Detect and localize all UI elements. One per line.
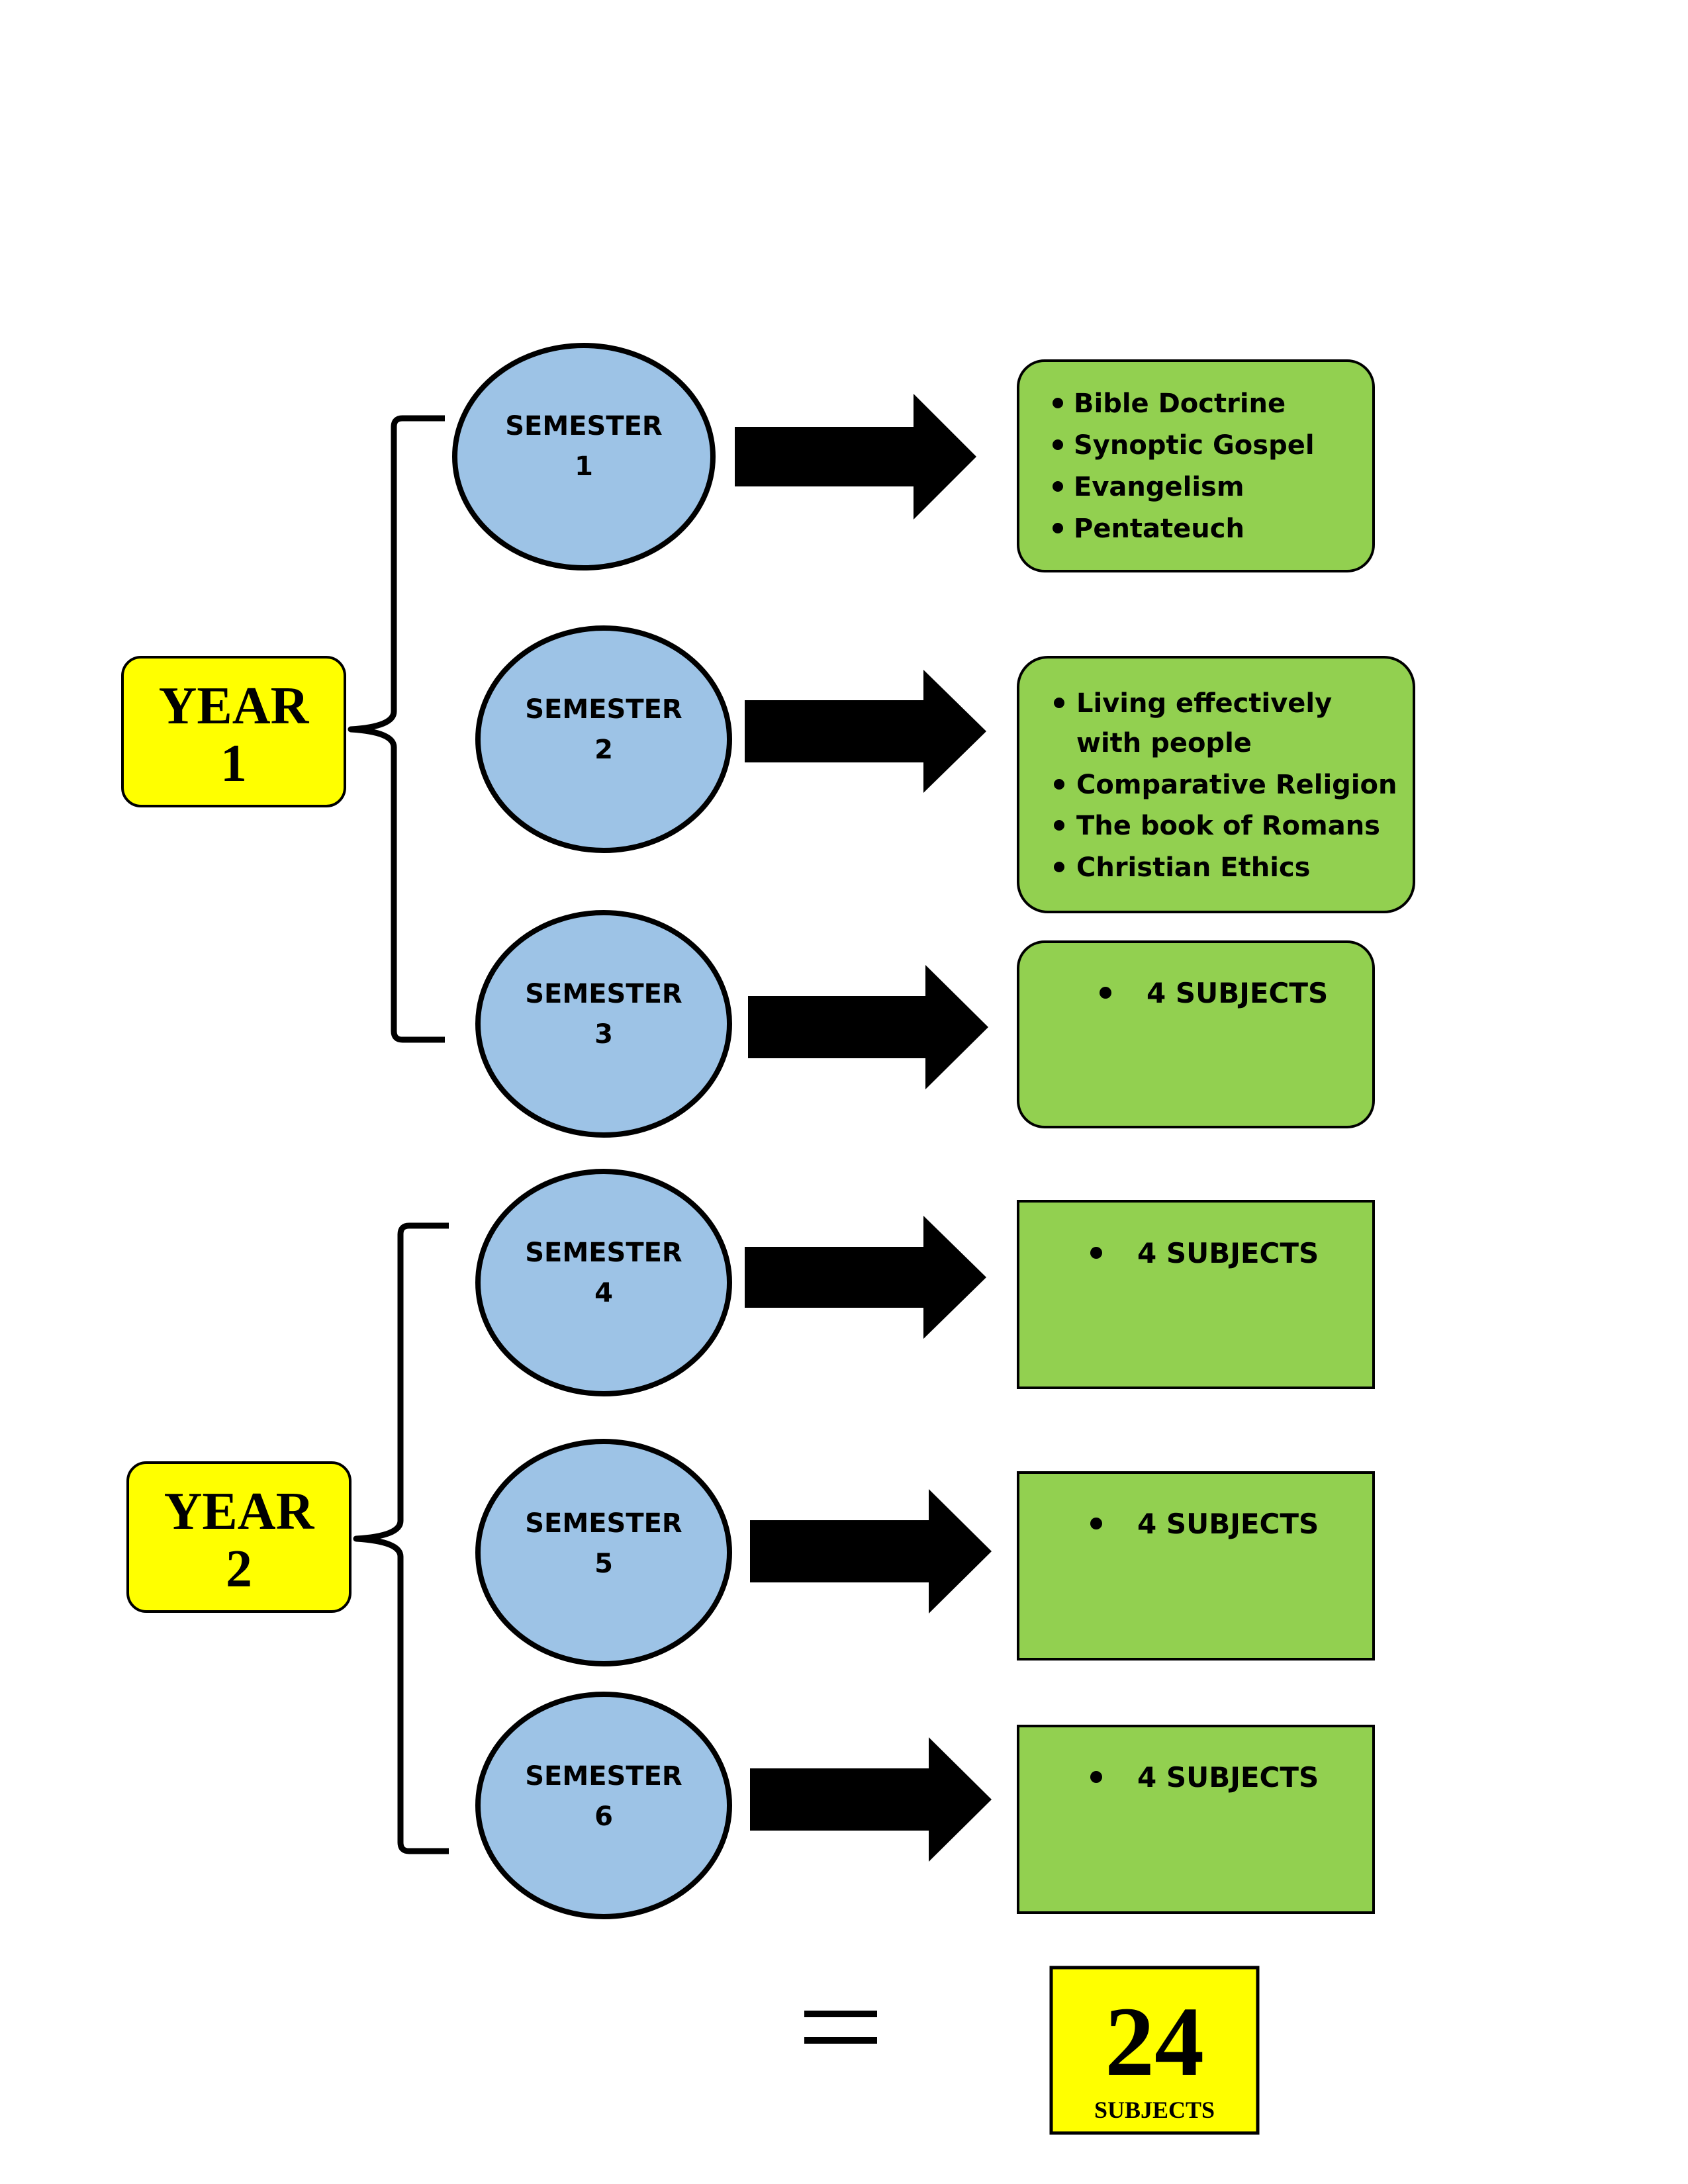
semester-1-subject-2: Synoptic Gospel xyxy=(1074,430,1315,461)
semester-6-ellipse xyxy=(475,1692,732,1919)
year-1-label-line2: 1 xyxy=(220,735,247,793)
semester-4-arrow xyxy=(745,1216,986,1339)
semester-2-bullet-4 xyxy=(1054,862,1064,872)
semester-1-arrow xyxy=(735,394,976,520)
semester-5-subject-1: 4 SUBJECTS xyxy=(1137,1508,1319,1540)
semester-6-bullet-1 xyxy=(1090,1771,1102,1783)
semester-5-bullet-1 xyxy=(1090,1518,1102,1529)
semester-2-subjects-box xyxy=(1017,656,1415,913)
semester-2-subject-2: Comparative Religion xyxy=(1076,770,1397,800)
semester-5-arrow xyxy=(750,1489,992,1614)
semester-6-subject-1: 4 SUBJECTS xyxy=(1137,1761,1319,1794)
semester-2-subject-4: Christian Ethics xyxy=(1076,852,1310,883)
semester-1-subjects-box xyxy=(1017,359,1375,572)
year-2-label-line1: YEAR xyxy=(164,1482,315,1541)
semester-2-bullet-3 xyxy=(1054,820,1064,831)
semester-5-ellipse xyxy=(475,1439,732,1666)
semester-1-bullet-4 xyxy=(1053,523,1063,533)
semester-1-bullet-2 xyxy=(1053,439,1063,450)
semester-6-subjects-box xyxy=(1017,1725,1375,1914)
semester-2-label-line1: SEMESTER xyxy=(525,694,682,725)
semester-2-bullet-2 xyxy=(1054,779,1064,790)
semester-4-ellipse xyxy=(475,1169,732,1396)
semester-6-label-line2: 6 xyxy=(594,1801,613,1832)
semester-3-ellipse xyxy=(475,910,732,1138)
year-1-label-line1: YEAR xyxy=(159,677,310,735)
total-box xyxy=(1049,1966,1260,2135)
year-2-group: YEAR 2 xyxy=(126,1222,449,1854)
total-number: 24 xyxy=(1105,1987,1204,2097)
semester-5-label-line1: SEMESTER xyxy=(525,1508,682,1539)
semester-4-bullet-1 xyxy=(1090,1247,1102,1259)
semester-6-arrow xyxy=(750,1737,992,1862)
semester-4-group: SEMESTER 4 4 SUBJECTS xyxy=(475,1169,1375,1396)
semester-5-subjects-box xyxy=(1017,1471,1375,1661)
semester-1-bullet-3 xyxy=(1053,481,1063,492)
semester-1-bullet-1 xyxy=(1053,398,1063,408)
semester-1-ellipse xyxy=(452,343,716,570)
year-1-bracket xyxy=(348,415,445,1043)
semester-3-subject-1: 4 SUBJECTS xyxy=(1147,977,1328,1009)
semester-4-label-line1: SEMESTER xyxy=(525,1238,682,1268)
semester-1-subject-3: Evangelism xyxy=(1074,472,1244,502)
semester-3-label-line1: SEMESTER xyxy=(525,979,682,1009)
total-group: 24 SUBJECTS xyxy=(804,1966,1260,2135)
semester-2-arrow xyxy=(745,670,986,793)
semester-1-subject-1: Bible Doctrine xyxy=(1074,388,1286,419)
semester-4-subjects-box xyxy=(1017,1200,1375,1389)
semester-4-label-line2: 4 xyxy=(594,1278,613,1308)
total-label: SUBJECTS xyxy=(1094,2097,1215,2123)
semester-3-label-line2: 3 xyxy=(594,1019,613,1050)
semester-6-group: SEMESTER 6 4 SUBJECTS xyxy=(475,1692,1375,1919)
year-2-label-line2: 2 xyxy=(226,1540,252,1598)
semester-2-subject-3: The book of Romans xyxy=(1076,811,1380,841)
semester-2-label-line2: 2 xyxy=(594,735,613,765)
semester-2-bullet-1 xyxy=(1054,698,1064,708)
year-1-group: YEAR 1 xyxy=(121,415,445,1043)
semester-6-label-line1: SEMESTER xyxy=(525,1761,682,1792)
year-1-box xyxy=(121,656,346,807)
semester-1-label-line1: SEMESTER xyxy=(505,411,662,441)
year-2-box xyxy=(126,1461,352,1613)
semester-3-group: SEMESTER 3 4 SUBJECTS xyxy=(475,910,1375,1138)
semester-4-subject-1: 4 SUBJECTS xyxy=(1137,1237,1319,1269)
semester-5-label-line2: 5 xyxy=(594,1549,613,1579)
semester-2-ellipse xyxy=(475,625,732,853)
year-2-bracket xyxy=(353,1222,449,1854)
semester-5-group: SEMESTER 5 4 SUBJECTS xyxy=(475,1439,1375,1666)
semester-3-bullet-1 xyxy=(1100,987,1111,999)
semester-1-group: SEMESTER 1 Bible Doctrine Synoptic Gospe… xyxy=(452,343,1375,572)
semester-3-arrow xyxy=(748,965,988,1089)
semester-3-subjects-box xyxy=(1017,940,1375,1128)
semester-1-label-line2: 1 xyxy=(575,451,593,482)
semester-1-subject-4: Pentateuch xyxy=(1074,514,1244,544)
